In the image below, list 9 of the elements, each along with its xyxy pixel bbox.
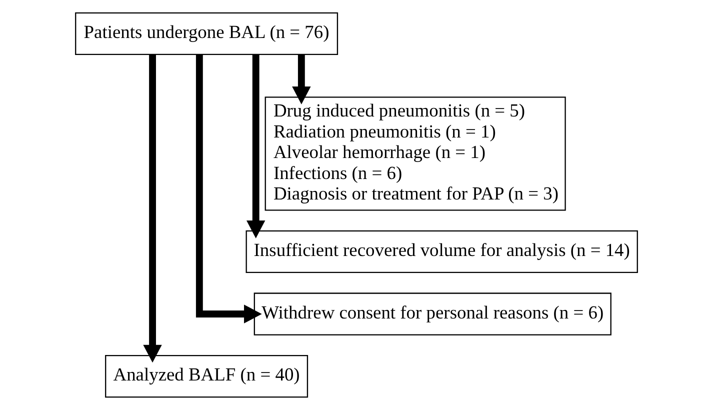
node-box: Insufficient recovered volume for analysis (n = 14): [245, 230, 638, 274]
arrow: [246, 54, 265, 238]
node-box: Analyzed BALF (n = 40): [104, 354, 308, 398]
node-box: Patients undergone BAL (n = 76): [74, 12, 338, 56]
node-box: Drug induced pneumonitis (n = 5) Radiation pneumonitis (n = 1) Alveolar hemorrhage (n = 1) Infections (n = 6) Diagnosis or treatment for PAP (n = 3): [264, 96, 566, 211]
arrow: [292, 54, 310, 104]
node-box: Withdrew consent for personal reasons (n = 6): [253, 292, 611, 336]
arrow: [142, 54, 162, 363]
arrow: [195, 54, 262, 324]
